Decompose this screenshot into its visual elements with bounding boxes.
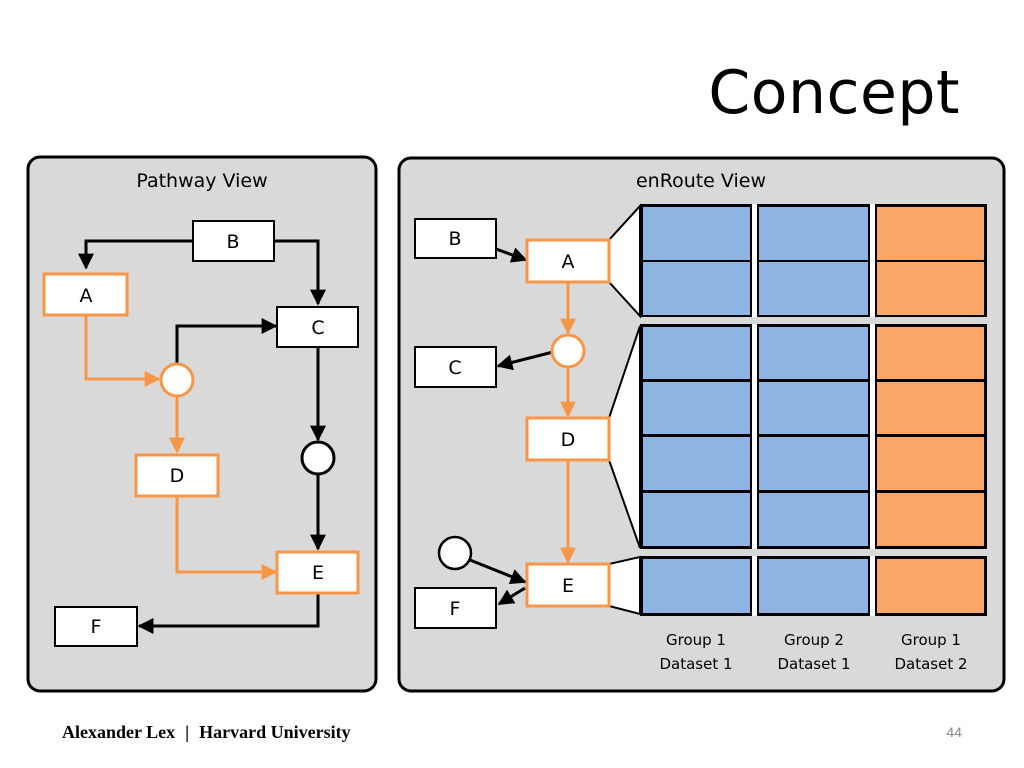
edge-e-f <box>137 593 320 634</box>
column-label-1: Group 1 Dataset 1 <box>659 631 732 673</box>
cell <box>643 207 750 260</box>
pathway-node-a[interactable]: A <box>42 272 129 317</box>
column-label-line2: Dataset 1 <box>777 655 850 673</box>
cell <box>759 262 868 315</box>
enroute-node-b-label: B <box>448 228 461 250</box>
cell <box>643 437 750 490</box>
pathway-node-c[interactable]: C <box>276 306 359 348</box>
pathway-node-d[interactable]: D <box>134 453 220 498</box>
enroute-node-f-label: F <box>450 598 461 620</box>
pathway-node-f[interactable]: F <box>54 606 138 647</box>
edge-e-f <box>497 586 526 606</box>
column-label-line2: Dataset 2 <box>894 655 967 673</box>
edge-b-a <box>495 247 528 263</box>
footer-separator: | <box>185 722 190 742</box>
cell <box>877 382 984 434</box>
edge-b-c <box>274 239 326 306</box>
cell <box>877 493 984 546</box>
edge-junction-c <box>175 318 278 364</box>
cell <box>643 327 750 379</box>
enroute-node-b[interactable]: B <box>414 218 497 259</box>
column-label-line1: Group 1 <box>901 631 961 649</box>
cell <box>643 559 750 613</box>
footer-author: Alexander Lex <box>62 722 176 742</box>
cell <box>643 493 750 546</box>
cell <box>877 559 984 613</box>
cell <box>759 327 868 379</box>
enroute-node-c-label: C <box>448 357 461 379</box>
matrix-block-d <box>640 324 987 549</box>
pathway-view-panel: Pathway View B A C D <box>26 155 378 693</box>
pathway-node-c-label: C <box>311 317 324 339</box>
pathway-junction-highlight <box>159 362 195 398</box>
pathway-node-b-label: B <box>226 231 239 253</box>
edge-a-junction <box>84 315 161 387</box>
enroute-node-e-label: E <box>562 575 574 597</box>
cell <box>759 493 868 546</box>
cell <box>643 262 750 315</box>
cell <box>643 382 750 434</box>
enroute-node-e[interactable]: E <box>525 562 611 608</box>
edge-junction-e <box>469 558 527 585</box>
enroute-view-panel: enRoute View <box>397 156 1006 693</box>
enroute-junction-highlight <box>550 333 586 369</box>
column-label-3: Group 1 Dataset 2 <box>894 631 967 673</box>
enroute-junction <box>437 535 473 571</box>
pathway-node-b[interactable]: B <box>192 220 275 262</box>
matrix-block-e <box>640 556 987 616</box>
connector-e <box>608 555 641 616</box>
matrix-block-a <box>640 204 987 317</box>
edge-d-e <box>175 496 278 580</box>
footer-institution: Harvard University <box>199 722 351 742</box>
pathway-node-f-label: F <box>91 616 102 638</box>
page-number: 44 <box>946 724 962 740</box>
cell <box>877 207 984 260</box>
pathway-view-title: Pathway View <box>136 170 267 192</box>
column-label-line1: Group 2 <box>784 631 844 649</box>
cell <box>759 559 868 613</box>
pathway-node-a-label: A <box>80 285 93 307</box>
pathway-node-d-label: D <box>170 465 185 487</box>
column-label-line2: Dataset 1 <box>659 655 732 673</box>
enroute-node-c[interactable]: C <box>414 346 497 388</box>
cell <box>759 207 868 260</box>
footer: Alexander Lex | Harvard University <box>62 722 351 743</box>
enroute-node-a-label: A <box>562 251 575 273</box>
enroute-node-d-label: D <box>561 429 576 451</box>
cell <box>877 437 984 490</box>
column-label-2: Group 2 Dataset 1 <box>777 631 850 673</box>
enroute-node-f[interactable]: F <box>414 587 497 629</box>
enroute-view-title: enRoute View <box>636 170 766 192</box>
pathway-junction <box>300 440 336 476</box>
edge-junction-c <box>496 350 554 371</box>
pathway-node-e-label: E <box>312 562 324 584</box>
cell <box>877 327 984 379</box>
edge-b-a <box>78 239 193 270</box>
pathway-node-e[interactable]: E <box>275 550 360 595</box>
column-label-line1: Group 1 <box>666 631 726 649</box>
enroute-node-d[interactable]: D <box>525 416 611 462</box>
cell <box>877 262 984 315</box>
cell <box>759 382 868 434</box>
cell <box>759 437 868 490</box>
enroute-node-a[interactable]: A <box>525 238 611 284</box>
slide-title: Concept <box>708 58 960 128</box>
